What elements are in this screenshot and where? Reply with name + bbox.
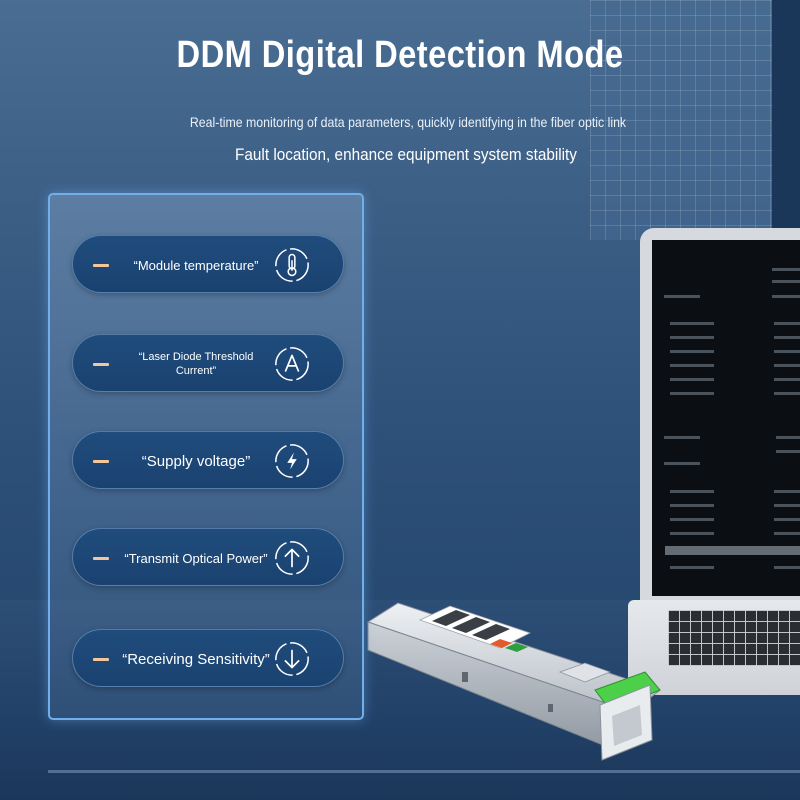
page-title: DDM Digital Detection Mode bbox=[176, 34, 624, 76]
parameter-item-module-temperature: “Module temperature” bbox=[72, 235, 344, 293]
thermometer-icon bbox=[275, 248, 309, 282]
arrow-up-icon bbox=[275, 541, 309, 575]
parameter-item-supply-voltage: “Supply voltage” bbox=[72, 431, 344, 489]
parameter-label: “Laser Diode Threshold Current” bbox=[138, 351, 254, 377]
arrow-down-icon bbox=[275, 642, 309, 676]
subtitle-monitoring: Real-time monitoring of data parameters,… bbox=[189, 114, 627, 130]
parameter-label: “Module temperature” bbox=[133, 257, 259, 273]
parameter-item-laser-diode-threshold-current: “Laser Diode Threshold Current” bbox=[72, 334, 344, 392]
dash-marker bbox=[93, 658, 109, 661]
parameter-label: “Supply voltage” bbox=[141, 452, 251, 470]
letter-a-icon bbox=[275, 347, 309, 381]
laptop-keyboard bbox=[668, 610, 800, 666]
parameter-label: “Transmit Optical Power” bbox=[124, 550, 268, 566]
lightning-bolt-icon bbox=[275, 444, 309, 478]
dash-marker bbox=[93, 557, 109, 560]
parameter-item-transmit-optical-power: “Transmit Optical Power” bbox=[72, 528, 344, 586]
background-grid-wall bbox=[590, 0, 800, 240]
desk-edge-line bbox=[48, 770, 800, 773]
dash-marker bbox=[93, 264, 109, 267]
laptop-screen-highlight-row bbox=[665, 546, 800, 555]
dash-marker bbox=[93, 363, 109, 366]
dash-marker bbox=[93, 460, 109, 463]
ddm-parameter-panel: “Module temperature” “Laser Diode Thresh… bbox=[48, 193, 364, 720]
subtitle-fault-location: Fault location, enhance equipment system… bbox=[235, 145, 577, 164]
laptop-screen bbox=[652, 240, 800, 596]
parameter-item-receiving-sensitivity: “Receiving Sensitivity” bbox=[72, 629, 344, 687]
parameter-label: “Receiving Sensitivity” bbox=[122, 650, 270, 668]
